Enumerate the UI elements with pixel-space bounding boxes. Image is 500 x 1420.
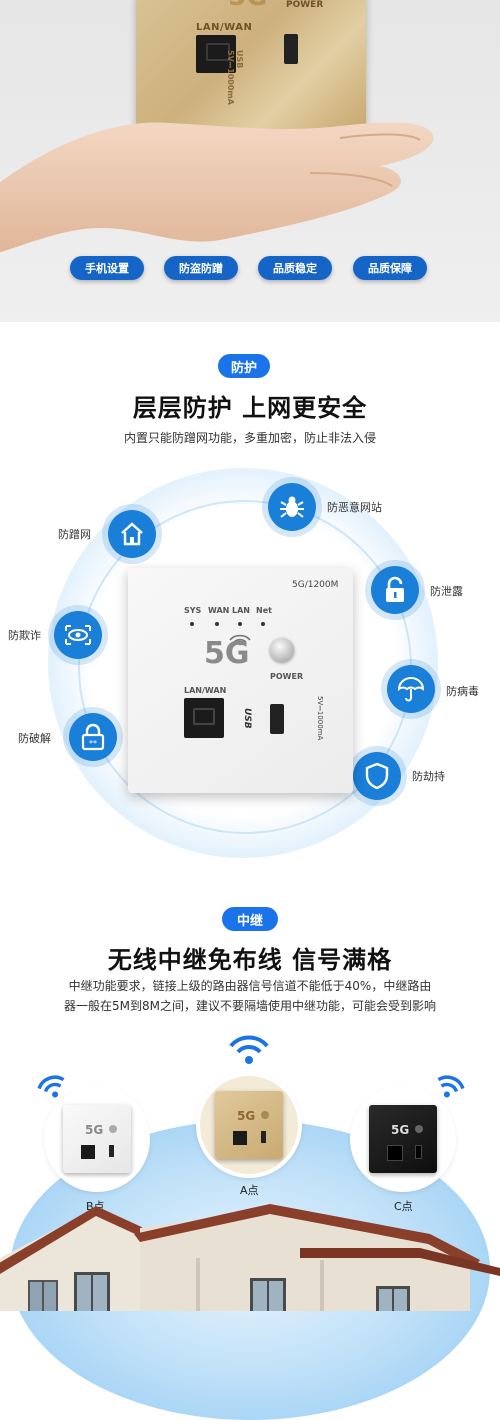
shield-icon — [353, 752, 401, 800]
hero-banner: 5G POWER LAN/WAN USB 5V⎓1000mA 手机设置 防盗防蹭… — [0, 0, 500, 322]
panel-model: 5G/1200M — [292, 580, 339, 590]
panel-usb-spec: 5V⎓1000mA — [316, 696, 324, 741]
wifi-icon-b — [37, 1075, 65, 1098]
panel-usb-label: USB — [242, 708, 252, 729]
panel-logo-fragment: 5G — [228, 0, 267, 12]
device-c-black: 5G — [354, 1090, 452, 1188]
label-anti-malicious-site: 防恶意网站 — [327, 501, 382, 514]
hand-illustration — [0, 122, 434, 253]
led-label-sys: SYS — [184, 606, 202, 615]
unlock-icon — [371, 566, 419, 614]
point-c-label: C点 — [394, 1200, 413, 1213]
led-sys — [190, 622, 194, 626]
padlock-password-icon: ** — [69, 713, 117, 761]
eye-icon — [54, 611, 102, 659]
ethernet-port — [196, 35, 236, 73]
section-tag-relay: 中继 — [222, 907, 278, 931]
label-anti-leech: 防蹭网 — [58, 528, 91, 541]
led-label-wan: WAN — [208, 606, 230, 615]
section-tag-protect: 防护 — [218, 354, 270, 378]
panel-logo: 5G — [204, 636, 250, 671]
feature-pill-anti-theft: 防盗防蹭 — [164, 256, 238, 280]
led-net — [261, 622, 265, 626]
feature-pill-stable: 品质稳定 — [258, 256, 332, 280]
led-label-lan: LAN — [232, 606, 250, 615]
label-anti-fraud: 防欺诈 — [8, 629, 41, 642]
usb-port — [284, 34, 298, 64]
wifi-icon-a — [229, 1035, 269, 1064]
device-a-gold: 5G — [200, 1076, 298, 1174]
bug-icon — [268, 483, 316, 531]
panel-power-label: POWER — [270, 672, 304, 681]
led-lan — [238, 622, 242, 626]
led-label-net: Net — [256, 606, 272, 615]
relay-subtitle-line1: 中继功能要求，链接上级的路由器信号信道不能低于40%，中继路由 — [68, 979, 432, 993]
wifi-icon — [229, 634, 251, 646]
label-anti-crack: 防破解 — [18, 732, 51, 745]
feature-pill-guarantee: 品质保障 — [353, 256, 427, 280]
feature-pill-mobile-setup: 手机设置 — [70, 256, 144, 280]
usb-port — [270, 704, 284, 734]
house-illustration — [0, 1204, 500, 1311]
point-a-label: A点 — [240, 1184, 259, 1197]
device-b-white: 5G — [48, 1090, 146, 1188]
protect-subtitle: 内置只能防蹭网功能，多重加密，防止非法入侵 — [123, 431, 376, 445]
gold-socket-panel: 5G POWER LAN/WAN USB 5V⎓1000mA — [136, 0, 366, 130]
umbrella-icon — [387, 665, 435, 713]
svg-text:**: ** — [89, 739, 97, 748]
house-icon — [108, 510, 156, 558]
white-socket-router: 5G/1200M SYS WAN LAN Net 5G POWER LAN/WA… — [128, 568, 353, 793]
panel-power-label: POWER — [286, 0, 324, 10]
label-anti-hijack: 防劫持 — [412, 770, 445, 783]
led-wan — [215, 622, 219, 626]
power-button[interactable] — [270, 638, 294, 662]
panel-lan-label: LAN/WAN — [196, 22, 253, 33]
wifi-icon-c — [437, 1075, 465, 1098]
relay-title: 无线中继免布线 信号满格 — [107, 946, 393, 974]
ethernet-port — [184, 698, 224, 738]
panel-lan-label: LAN/WAN — [184, 686, 227, 695]
label-anti-virus: 防病毒 — [446, 685, 479, 698]
relay-subtitle-line2: 器一般在5M到8M之间，建议不要隔墙使用中继功能，可能会受到影响 — [64, 999, 436, 1013]
label-anti-leak: 防泄露 — [430, 585, 463, 598]
protect-title: 层层防护 上网更安全 — [132, 394, 368, 422]
